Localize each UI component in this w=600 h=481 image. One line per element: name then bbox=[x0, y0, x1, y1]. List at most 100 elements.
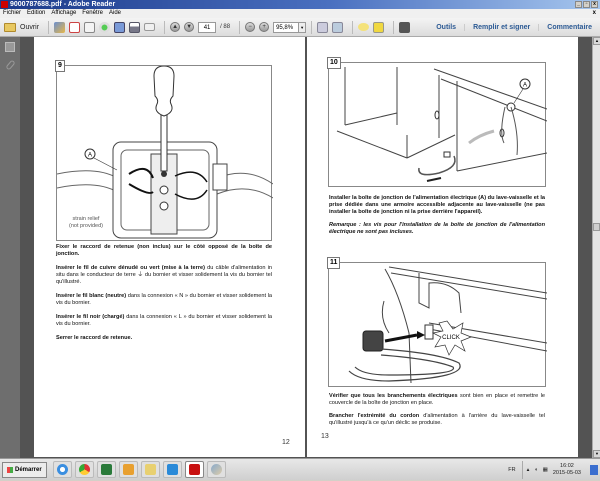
adobe-reader-icon bbox=[188, 464, 200, 475]
svg-text:(not provided): (not provided) bbox=[69, 223, 103, 229]
network-icon[interactable]: ▦ bbox=[542, 467, 548, 473]
next-page-button[interactable]: ▼ bbox=[184, 20, 195, 34]
minus-icon: − bbox=[245, 22, 256, 32]
fill-sign-link[interactable]: Remplir et signer bbox=[464, 24, 538, 31]
arrow-up-icon: ▲ bbox=[170, 22, 181, 32]
cloud-upload-button[interactable] bbox=[99, 20, 111, 34]
paragraph: Brancher l'extrémité du cordon d'aliment… bbox=[329, 413, 545, 426]
toolbar-divider bbox=[311, 20, 313, 34]
figure-number: 11 bbox=[327, 257, 341, 269]
close-button[interactable]: x bbox=[591, 1, 598, 8]
page-total: / 88 bbox=[220, 24, 231, 30]
toolbar-divider bbox=[239, 20, 241, 34]
svg-text:A: A bbox=[88, 153, 92, 159]
convert-icon bbox=[69, 21, 81, 33]
figure-9: 9 A strain relief bbox=[55, 60, 273, 241]
attachment-icon[interactable] bbox=[4, 59, 16, 71]
menu-affichage[interactable]: Affichage bbox=[51, 10, 77, 16]
edit-button[interactable] bbox=[84, 20, 96, 34]
window-controls: _ ▫ x bbox=[575, 1, 598, 8]
show-hidden-icons[interactable]: ▴ bbox=[526, 467, 530, 473]
window-title: 9000787688.pdf - Adobe Reader bbox=[10, 1, 116, 8]
fit-page-button[interactable] bbox=[332, 20, 344, 34]
menu-fenetre[interactable]: Fenêtre bbox=[82, 10, 103, 16]
create-pdf-button[interactable] bbox=[54, 20, 66, 34]
taskbar-file-explorer[interactable] bbox=[140, 461, 160, 478]
toolbar-divider bbox=[48, 20, 50, 34]
open-label: Ouvrir bbox=[20, 23, 40, 31]
page-number-input[interactable]: 41 bbox=[198, 21, 217, 33]
windows-logo-icon bbox=[7, 466, 13, 473]
taskbar-adobe-reader[interactable] bbox=[184, 461, 204, 478]
show-desktop-button[interactable] bbox=[590, 465, 598, 475]
title-bar: 9000787688.pdf - Adobe Reader _ ▫ x bbox=[0, 0, 600, 9]
panel-links: Outils Remplir et signer Commentaire bbox=[428, 18, 600, 37]
maximize-button[interactable]: ▫ bbox=[583, 1, 590, 8]
comment-button[interactable] bbox=[358, 20, 370, 34]
taskbar-excel[interactable] bbox=[96, 461, 116, 478]
close-document-button[interactable]: x bbox=[592, 10, 596, 16]
clock[interactable]: 16:02 2015-05-03 bbox=[553, 463, 581, 477]
highlight-icon bbox=[373, 21, 385, 33]
email-icon bbox=[144, 23, 156, 31]
page-view-button[interactable] bbox=[317, 20, 329, 34]
svg-text:strain relief: strain relief bbox=[73, 216, 100, 222]
instruction-text: Installer la boîte de jonction de l'alim… bbox=[329, 195, 545, 236]
instruction-text: Vérifier que tous les branchements élect… bbox=[329, 393, 545, 427]
figure-number: 10 bbox=[327, 57, 341, 69]
menu-edition[interactable]: Edition bbox=[27, 10, 46, 16]
instruction-text: Fixer le raccord de retenue (non inclus)… bbox=[56, 244, 272, 342]
comment-icon bbox=[358, 23, 370, 31]
paragraph: Insérer le fil noir (chargé) dans la con… bbox=[56, 314, 272, 327]
paragraph: Fixer le raccord de retenue (non inclus)… bbox=[56, 244, 272, 257]
taskbar-paint[interactable] bbox=[206, 461, 226, 478]
save-button[interactable] bbox=[114, 20, 126, 34]
zoom-out-button[interactable]: − bbox=[245, 20, 256, 34]
svg-text:A: A bbox=[523, 83, 527, 89]
save-icon bbox=[114, 21, 126, 33]
scroll-down-button[interactable]: ▼ bbox=[593, 450, 600, 458]
file-explorer-icon bbox=[144, 464, 156, 475]
page-12: 9 A strain relief bbox=[34, 37, 305, 457]
menu-aide[interactable]: Aide bbox=[108, 10, 121, 16]
single-page-icon bbox=[317, 21, 329, 33]
zoom-dropdown[interactable]: ▼ bbox=[299, 21, 307, 33]
adobe-reader-icon bbox=[1, 1, 8, 8]
paragraph: Insérer le fil de cuivre dénudé ou vert … bbox=[56, 265, 272, 285]
previous-page-button[interactable]: ▲ bbox=[170, 20, 181, 34]
document-viewer[interactable]: 9 A strain relief bbox=[20, 37, 592, 458]
print-button[interactable] bbox=[129, 20, 141, 34]
comment-link[interactable]: Commentaire bbox=[538, 24, 600, 31]
toolbar-divider bbox=[393, 20, 395, 34]
highlight-button[interactable] bbox=[373, 20, 385, 34]
taskbar: Démarrer FR ▴ ◖ ▦ 16:02 2015-05-03 bbox=[0, 458, 600, 480]
scroll-up-button[interactable]: ▲ bbox=[593, 37, 600, 45]
page-number: 13 bbox=[321, 433, 329, 440]
zoom-in-button[interactable]: + bbox=[259, 20, 270, 34]
tools-link[interactable]: Outils bbox=[436, 24, 457, 31]
fullscreen-button[interactable] bbox=[399, 20, 411, 34]
page-thumbnails-icon[interactable] bbox=[5, 42, 15, 52]
chrome-icon bbox=[78, 464, 90, 475]
language-indicator[interactable]: FR bbox=[508, 467, 516, 473]
edit-icon bbox=[84, 21, 96, 33]
arrow-down-icon: ▼ bbox=[184, 22, 195, 32]
start-button[interactable]: Démarrer bbox=[2, 461, 47, 478]
vertical-scrollbar[interactable]: ▲ ▼ bbox=[592, 37, 600, 458]
zoom-input[interactable]: 95,8% bbox=[273, 21, 300, 33]
open-button[interactable]: Ouvrir bbox=[4, 20, 39, 34]
taskbar-bitdefender[interactable] bbox=[162, 461, 182, 478]
volume-icon[interactable]: ◖ bbox=[534, 467, 538, 473]
taskbar-chrome[interactable] bbox=[74, 461, 94, 478]
email-button[interactable] bbox=[144, 20, 156, 34]
taskbar-internet-explorer[interactable] bbox=[52, 461, 72, 478]
convert-button[interactable] bbox=[69, 20, 81, 34]
cloud-upload-icon bbox=[99, 21, 111, 33]
notification-area: ▴ ◖ ▦ 16:02 2015-05-03 bbox=[521, 461, 600, 479]
minimize-button[interactable]: _ bbox=[575, 1, 582, 8]
taskbar-outlook[interactable] bbox=[118, 461, 138, 478]
outlook-icon bbox=[122, 464, 134, 475]
toolbar-divider bbox=[164, 20, 166, 34]
menu-fichier[interactable]: Fichier bbox=[3, 10, 22, 16]
scroll-thumb[interactable] bbox=[593, 223, 600, 231]
